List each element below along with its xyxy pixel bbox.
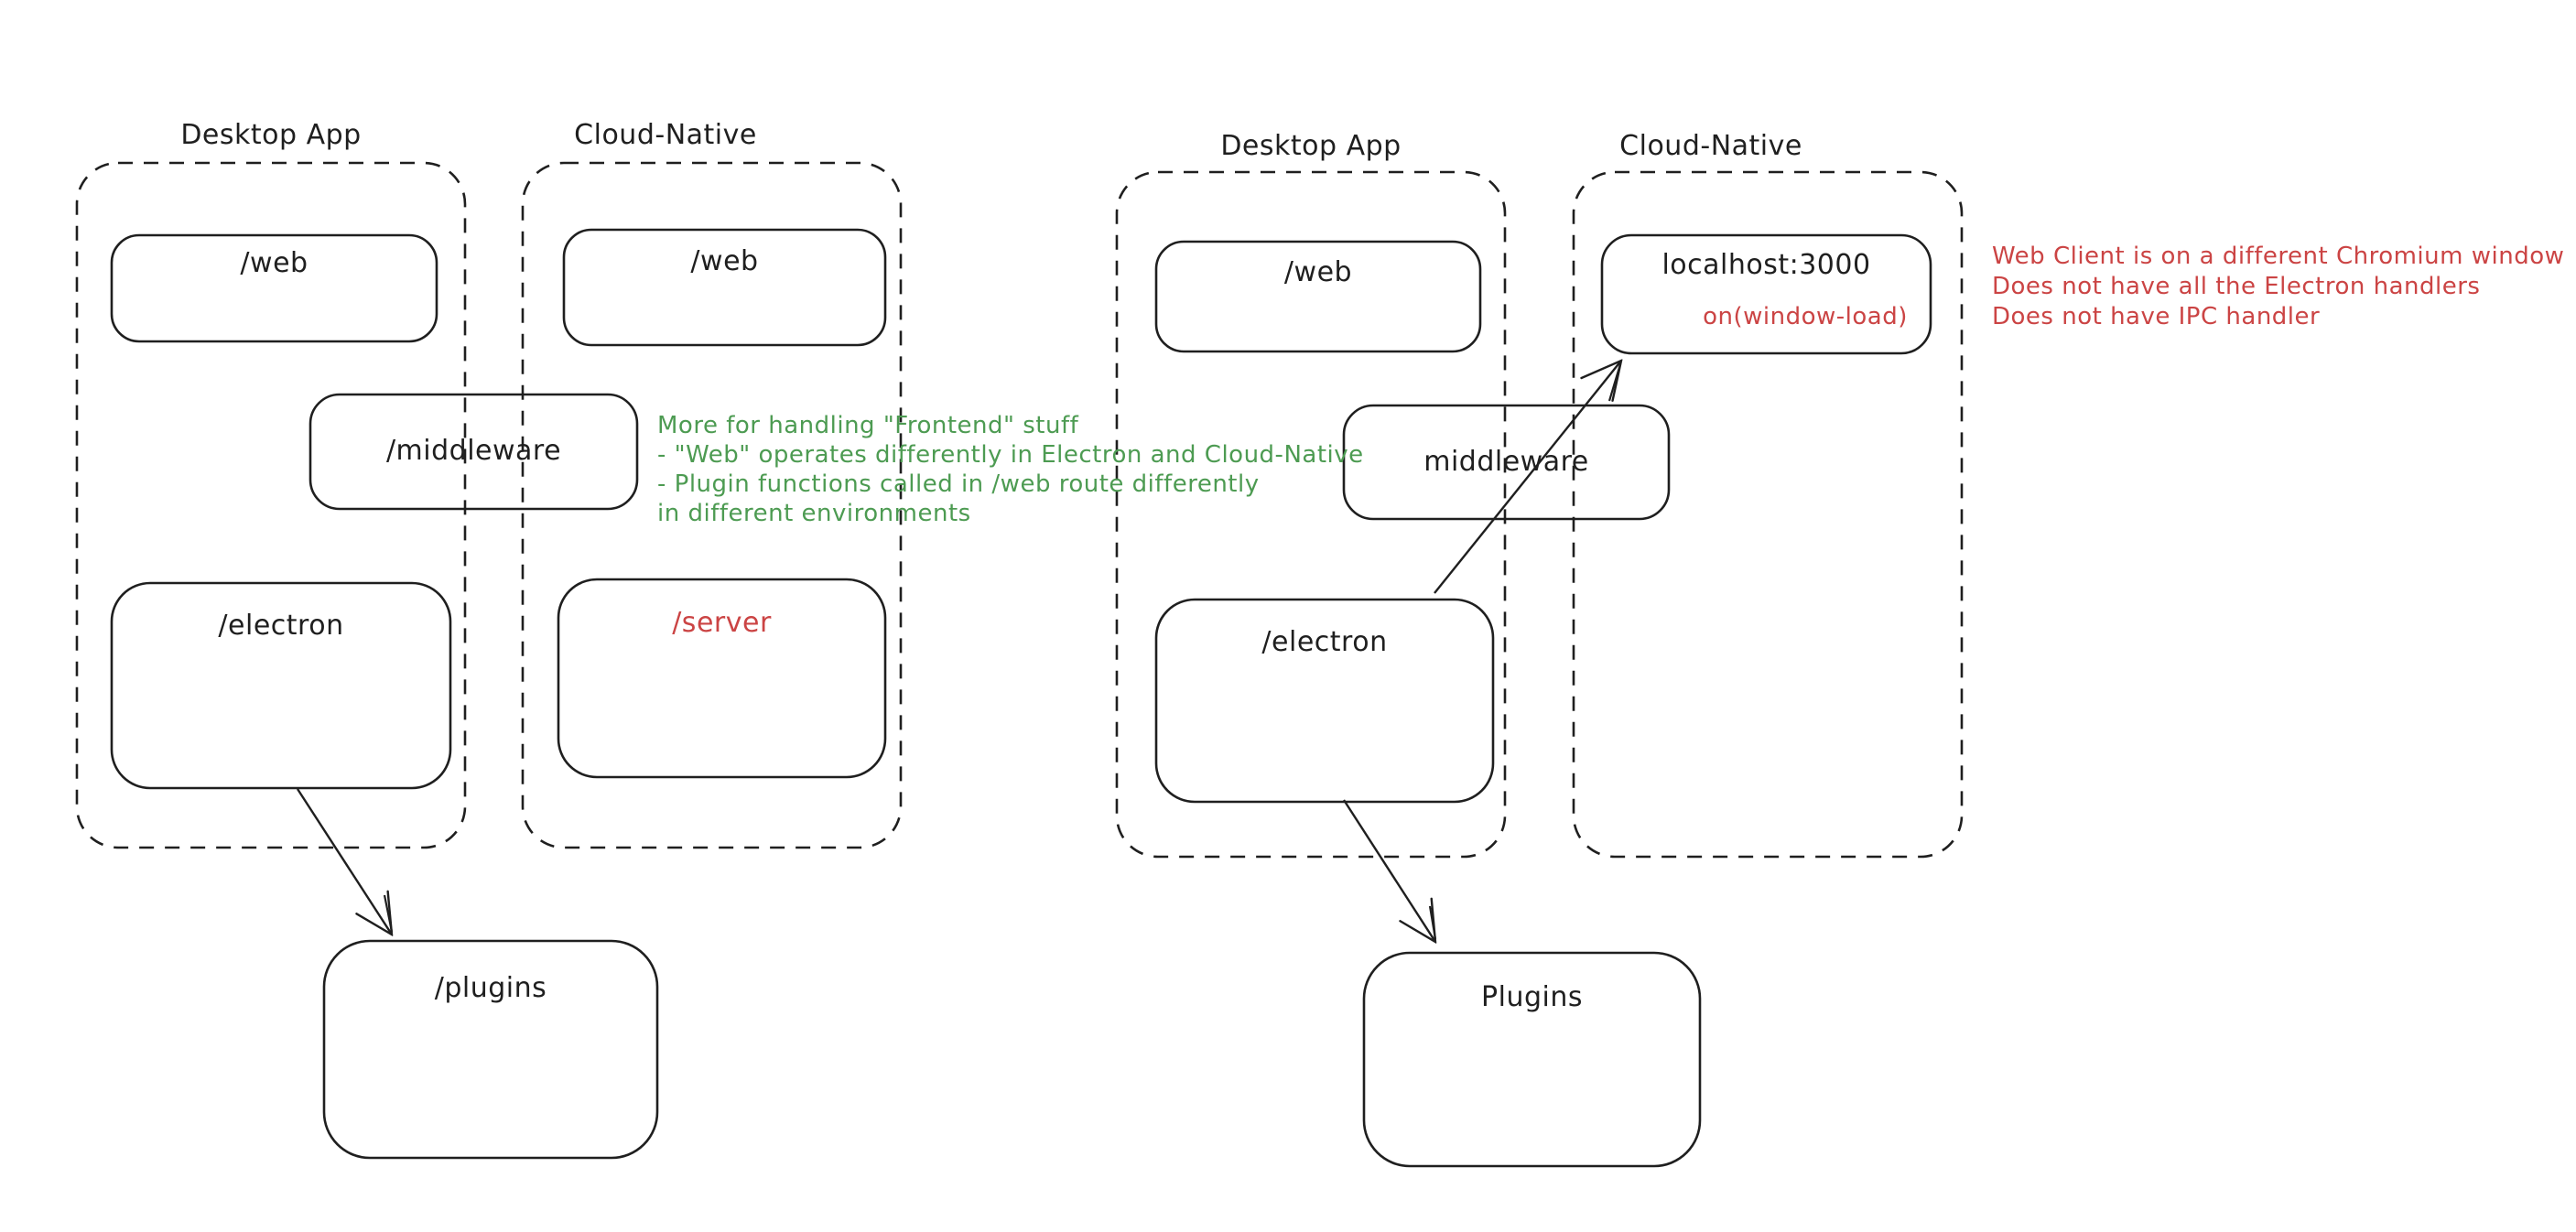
- left-plugins-label: /plugins: [434, 972, 547, 1004]
- right-desktop-web-box: [1154, 240, 1482, 353]
- arrow-right-down-sketch-barb: [1428, 905, 1437, 940]
- green-annotation-line-2: - "Web" operates differently in Electron…: [657, 441, 1364, 469]
- green-annotation-line-3: - Plugin functions called in /web route …: [657, 470, 1260, 498]
- green-annotation-line-4: in different environments: [657, 500, 971, 527]
- left-cloud-native-title: Cloud-Native: [574, 119, 757, 151]
- green-annotation-line-1: More for handling "Frontend" stuff: [657, 412, 1079, 439]
- left-cloud-web-label: /web: [690, 245, 759, 277]
- left-middleware-label: /middleware: [385, 435, 562, 467]
- right-plugins-label: Plugins: [1481, 981, 1583, 1013]
- right-electron-label: /electron: [1261, 626, 1388, 658]
- red-annotation-line-2: Does not have all the Electron handlers: [1992, 273, 2481, 300]
- right-cloud-native-title: Cloud-Native: [1619, 130, 1802, 162]
- arrow-right-up-sketch-barb: [1607, 363, 1622, 402]
- right-window-load-label: on(window-load): [1703, 303, 1908, 330]
- right-desktop-app-title: Desktop App: [1220, 130, 1402, 162]
- left-desktop-web-label: /web: [240, 247, 308, 279]
- right-plugins-box: [1362, 951, 1702, 1168]
- red-annotation: Web Client is on a different Chromium wi…: [1992, 242, 2564, 332]
- red-annotation-line-1: Web Client is on a different Chromium wi…: [1992, 243, 2565, 270]
- left-server-box: [557, 578, 887, 779]
- right-cloud-native-container: [1572, 170, 1964, 859]
- left-electron-box: [110, 581, 452, 790]
- right-electron-box: [1154, 598, 1495, 804]
- left-desktop-app-title: Desktop App: [180, 119, 362, 151]
- left-plugins-box: [322, 939, 659, 1160]
- right-localhost-label: localhost:3000: [1661, 249, 1871, 281]
- arrow-left-sketch-barb: [383, 894, 394, 933]
- left-server-label: /server: [672, 607, 772, 639]
- left-electron-label: /electron: [218, 610, 344, 642]
- arrow-right-electron-to-localhost: [1434, 361, 1621, 594]
- right-middleware-box: [1342, 404, 1671, 521]
- left-middleware-box: [308, 393, 639, 511]
- arrow-left-electron-to-plugins: [296, 788, 392, 935]
- green-annotation: More for handling "Frontend" stuff - "We…: [657, 411, 1364, 528]
- right-localhost-box: [1600, 233, 1932, 355]
- red-annotation-line-3: Does not have IPC handler: [1992, 303, 2321, 330]
- right-middleware-label: middleware: [1423, 446, 1589, 478]
- left-cloud-web-box: [562, 228, 887, 347]
- left-desktop-app-container: [75, 161, 467, 849]
- right-desktop-app-container: [1115, 170, 1507, 859]
- left-desktop-web-box: [110, 233, 438, 343]
- right-desktop-web-label: /web: [1283, 256, 1353, 288]
- arrow-right-electron-to-plugins: [1342, 799, 1435, 942]
